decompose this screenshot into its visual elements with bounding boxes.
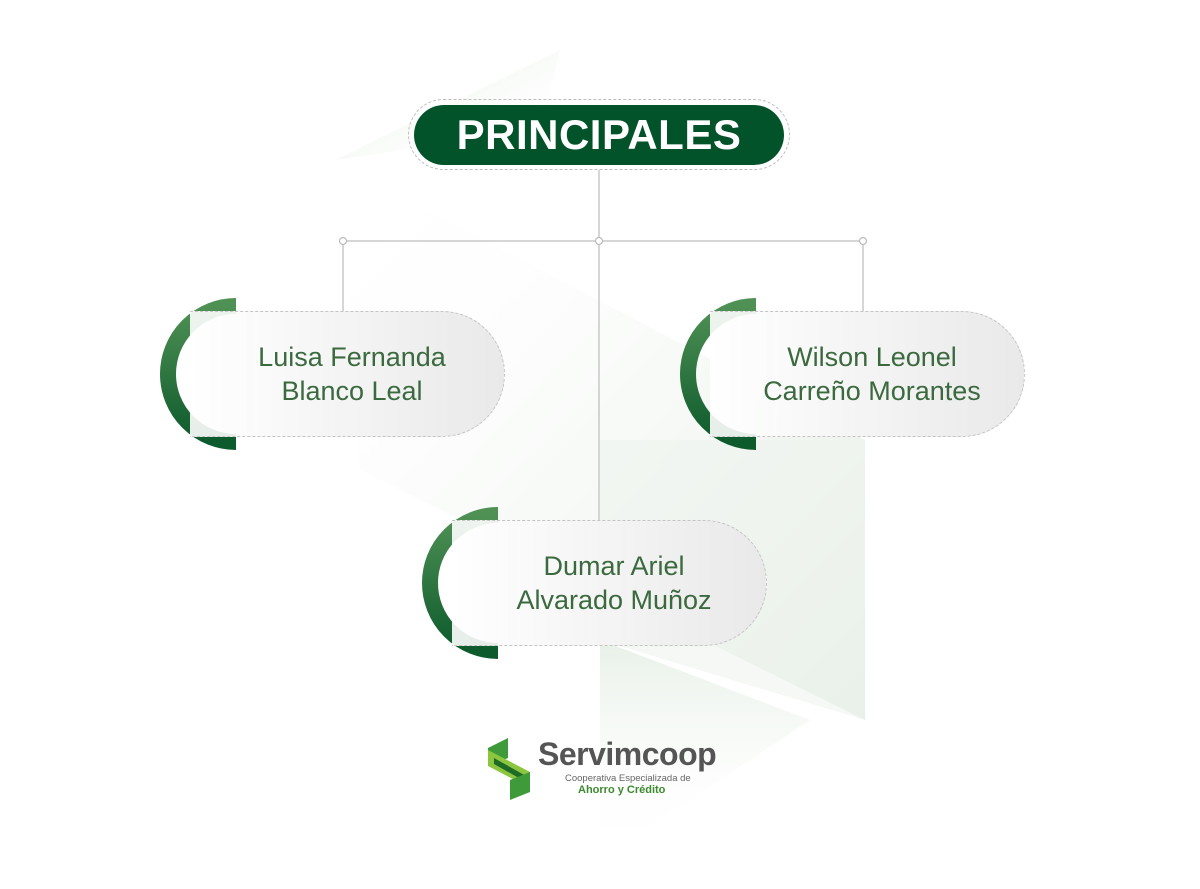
member-card-1: Luisa Fernanda Blanco Leal xyxy=(160,298,505,450)
logo-tagline-2: Ahorro y Crédito xyxy=(578,784,666,796)
logo-mark-icon xyxy=(488,738,530,800)
servimcoop-logo: Servimcoop Cooperativa Especializada de … xyxy=(486,736,726,806)
logo-tagline: Cooperativa Especializada de xyxy=(565,773,691,784)
title: PRINCIPALES xyxy=(414,105,784,165)
member-name-line2: Blanco Leal xyxy=(281,376,423,406)
member-name-line2: Alvarado Muñoz xyxy=(516,585,712,615)
member-name-line1: Wilson Leonel xyxy=(787,342,957,372)
member-card-3: Dumar Ariel Alvarado Muñoz xyxy=(422,507,767,659)
member-card-2: Wilson Leonel Carreño Morantes xyxy=(680,298,1025,450)
logo-name: Servimcoop xyxy=(538,736,717,772)
member-name-line2: Carreño Morantes xyxy=(763,376,981,406)
member-name-line1: Luisa Fernanda xyxy=(258,342,446,372)
member-name-line1: Dumar Ariel xyxy=(543,551,685,581)
title-box: PRINCIPALES xyxy=(408,99,790,170)
